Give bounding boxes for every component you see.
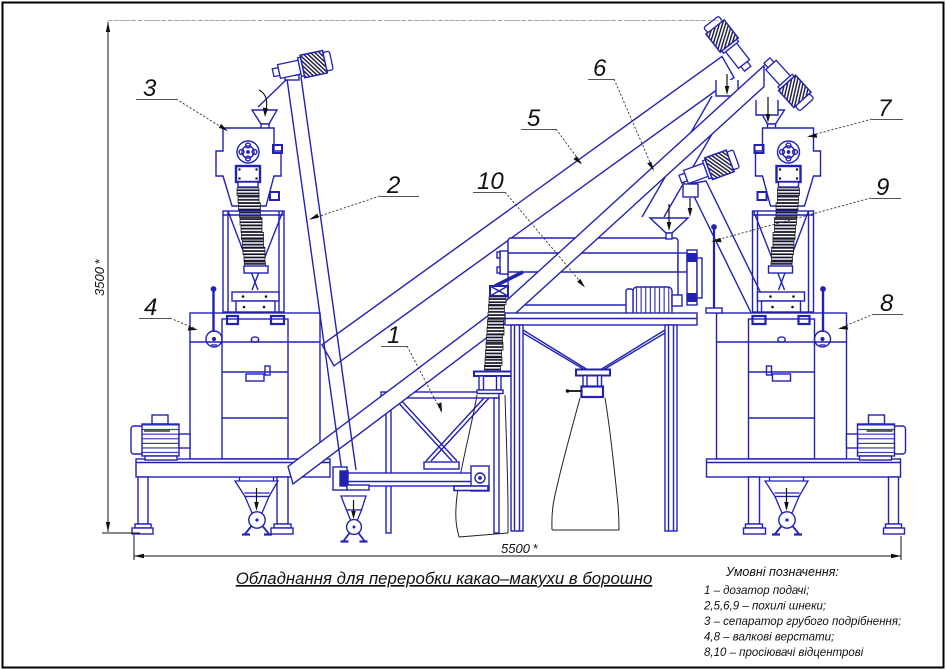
svg-text:8,10 – просіювачі відцентрові: 8,10 – просіювачі відцентрові [704,647,864,659]
svg-text:1 – дозатор подачі;: 1 – дозатор подачі; [704,585,809,597]
svg-text:Умовні позначення:: Умовні позначення: [725,565,839,579]
svg-text:7: 7 [878,95,893,122]
svg-text:6: 6 [593,55,607,82]
svg-text:2,5,6,9 – похилі шнеки;: 2,5,6,9 – похилі шнеки; [703,601,826,613]
svg-text:3500 *: 3500 * [92,258,107,296]
svg-text:3 – сепаратор грубого подрібне: 3 – сепаратор грубого подрібнення; [704,616,901,628]
svg-text:1: 1 [387,322,400,349]
svg-text:3: 3 [143,75,157,102]
svg-text:5500 *: 5500 * [501,541,539,556]
svg-text:2: 2 [386,172,400,199]
svg-text:4,8 – валкові верстати;: 4,8 – валкові верстати; [704,632,834,644]
svg-text:Обладнання для переробки какао: Обладнання для переробки какао–макухи в … [236,569,653,588]
svg-text:4: 4 [144,294,157,321]
svg-text:9: 9 [876,174,889,201]
svg-text:10: 10 [477,168,504,195]
svg-text:5: 5 [527,105,541,132]
svg-text:8: 8 [880,290,894,317]
